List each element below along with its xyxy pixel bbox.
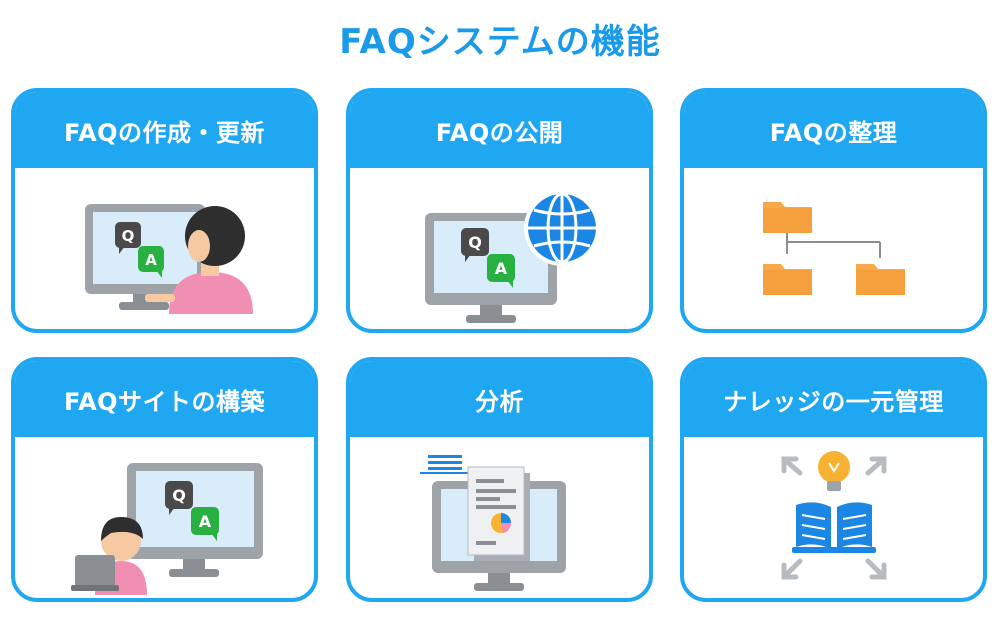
report-document-icon [467, 466, 530, 561]
globe-icon [524, 190, 600, 266]
card-analysis: 分析 [346, 357, 653, 602]
folder-icon [763, 202, 812, 233]
bubble-q-label: Q [468, 233, 482, 252]
tree-connector [786, 230, 881, 258]
card-illustration [350, 437, 649, 598]
pie-chart-icon [491, 513, 512, 533]
card-illustration [684, 168, 983, 329]
card-header: FAQの作成・更新 [15, 92, 314, 168]
card-header: 分析 [350, 361, 649, 437]
card-faq-site-build: FAQサイトの構築 Q A [11, 357, 318, 602]
card-faq-create-update: FAQの作成・更新 Q A [11, 88, 318, 333]
expand-arrows-icon [781, 456, 887, 580]
folder-icon [856, 264, 905, 295]
card-illustration: Q A [15, 437, 314, 598]
question-bubble-icon: Q [115, 222, 141, 254]
card-header: FAQサイトの構築 [15, 361, 314, 437]
lightbulb-icon [818, 451, 850, 491]
card-illustration: Q A [15, 168, 314, 329]
folder-icon [763, 264, 812, 295]
answer-bubble-icon: A [138, 246, 164, 278]
question-bubble-icon: Q [165, 481, 193, 515]
question-bubble-icon: Q [461, 228, 489, 262]
person-with-laptop-icon [71, 517, 147, 595]
answer-bubble-icon: A [191, 507, 219, 541]
card-header: FAQの公開 [350, 92, 649, 168]
card-faq-publish: FAQの公開 Q A [346, 88, 653, 333]
bubble-a-label: A [199, 512, 212, 531]
card-header: ナレッジの一元管理 [684, 361, 983, 437]
card-knowledge-management: ナレッジの一元管理 [680, 357, 987, 602]
data-stream-icon [420, 455, 475, 480]
card-header: FAQの整理 [684, 92, 983, 168]
bubble-q-label: Q [122, 227, 135, 245]
page-title: FAQシステムの機能 [339, 22, 661, 62]
card-faq-organize: FAQの整理 [680, 88, 987, 333]
card-illustration [684, 437, 983, 598]
bubble-q-label: Q [172, 486, 186, 505]
bubble-a-label: A [145, 251, 157, 269]
bubble-a-label: A [495, 259, 508, 278]
answer-bubble-icon: A [487, 254, 515, 288]
open-book-icon [792, 502, 876, 553]
person-icon [145, 206, 253, 314]
card-illustration: Q A [350, 168, 649, 329]
